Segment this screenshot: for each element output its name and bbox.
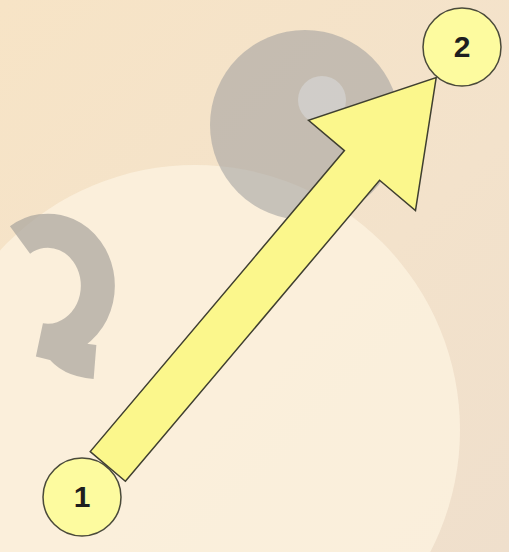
callout-number: 1 xyxy=(74,482,91,512)
circle-shape xyxy=(43,458,121,536)
callout-circle: 1 xyxy=(42,457,122,537)
nose-shape xyxy=(20,231,98,362)
circle-shape xyxy=(423,8,501,86)
callout-circle: 2 xyxy=(422,7,502,87)
block-arrow xyxy=(90,78,436,482)
callout-number: 2 xyxy=(454,32,471,62)
